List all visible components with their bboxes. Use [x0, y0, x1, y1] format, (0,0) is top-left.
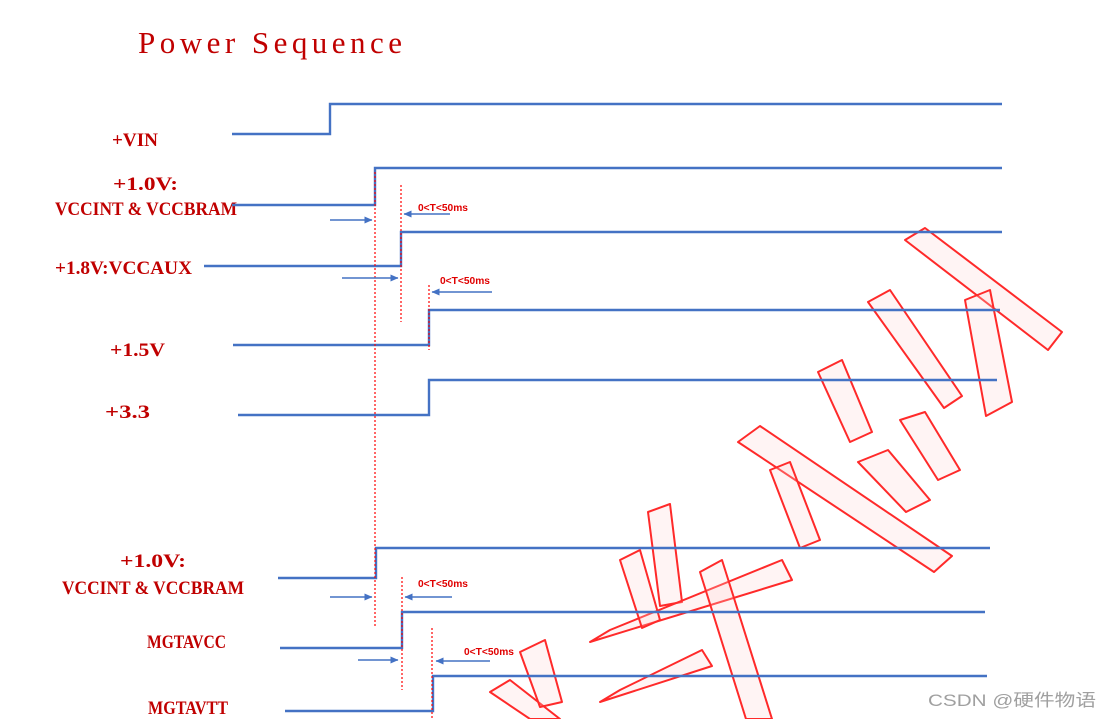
watermark-stroke — [964, 289, 1013, 417]
footer-source-text: CSDN @硬件物语 — [928, 691, 1096, 710]
watermark-stroke — [899, 411, 961, 481]
watermark-stroke — [519, 639, 563, 708]
watermark-stroke — [489, 679, 561, 719]
signal-label-1v8-vccaux: +1.8V:VCCAUX — [55, 258, 192, 279]
signal-label-vin: +VIN — [112, 130, 158, 151]
signal-sublabel-vccint-vccbram-bottom: VCCINT & VCCBRAM — [62, 578, 244, 599]
watermark-stroke — [737, 425, 953, 573]
signal-label-3v3: +3.3 — [105, 402, 150, 423]
watermark-stroke — [619, 549, 661, 629]
watermark-stroke — [699, 559, 773, 719]
delay-annotation-mgtavcc: 0<T<50ms — [418, 579, 468, 590]
watermark-stroke — [867, 289, 963, 409]
delay-annotation-mgtavtt: 0<T<50ms — [464, 647, 514, 658]
watermark-stroke — [857, 449, 931, 513]
page-title: Power Sequence — [138, 25, 402, 60]
watermark-stroke — [769, 461, 821, 549]
delay-annotation-1v8: 0<T<50ms — [418, 203, 468, 214]
signal-label-mgtavcc: MGTAVCC — [147, 632, 226, 653]
watermark-stroke — [589, 559, 793, 643]
signal-label-1v0-top: +1.0V: — [113, 174, 178, 195]
waveform-mgtavtt — [285, 674, 987, 713]
watermark-stroke — [647, 503, 683, 607]
waveform-1v0-bottom — [278, 546, 990, 580]
waveform-3v3 — [238, 378, 997, 417]
signal-label-mgtavtt: MGTAVTT — [148, 698, 228, 719]
waveform-1v5 — [233, 308, 1000, 347]
signal-sublabel-vccint-vccbram-top: VCCINT & VCCBRAM — [55, 199, 237, 220]
signal-label-1v5: +1.5V — [110, 340, 165, 361]
delay-annotation-1v5: 0<T<50ms — [440, 276, 490, 287]
watermark-stroke — [817, 359, 873, 443]
signal-label-1v0-bottom: +1.0V: — [120, 551, 186, 572]
waveform-vin — [232, 102, 1002, 136]
watermark-graphic — [489, 227, 1063, 719]
waveform-1v8-vccaux — [204, 230, 1002, 268]
waveform-1v0-top — [232, 166, 1002, 207]
